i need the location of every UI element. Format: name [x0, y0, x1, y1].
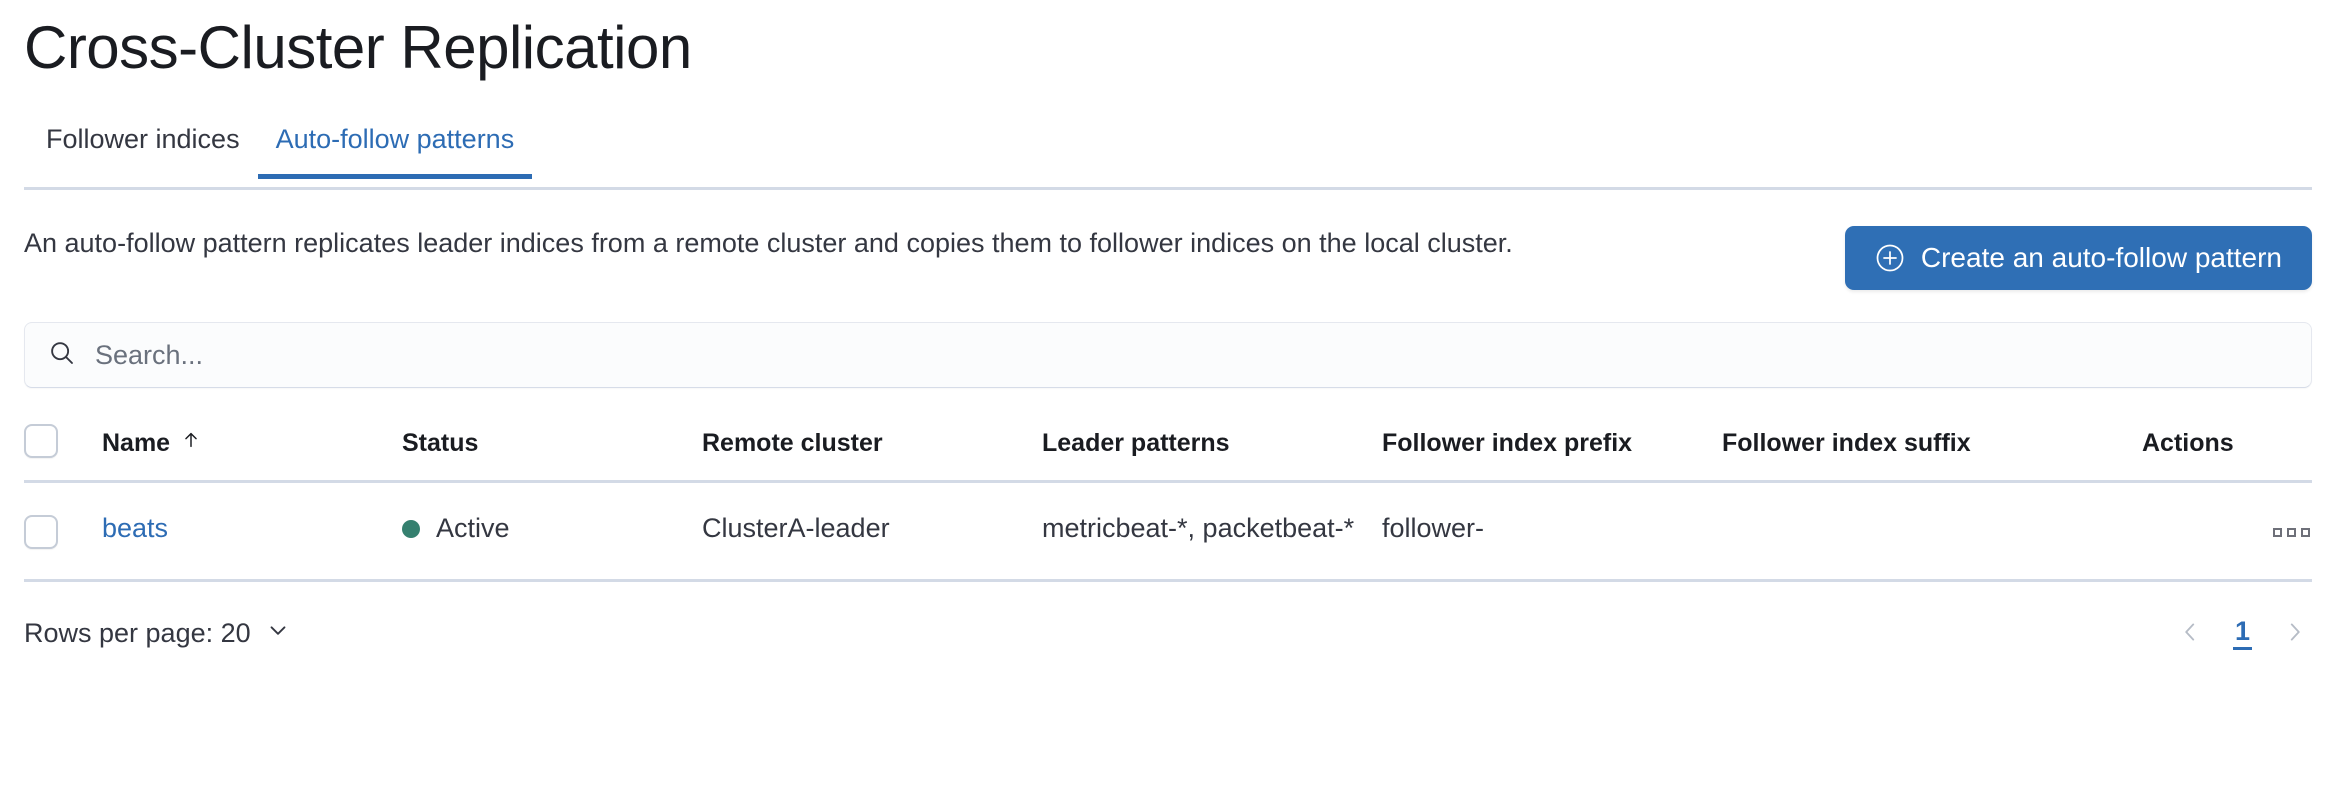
search-icon — [47, 338, 77, 373]
row-checkbox[interactable] — [24, 515, 58, 550]
column-label: Actions — [2142, 428, 2234, 457]
column-header-follower-index-prefix[interactable]: Follower index prefix — [1382, 418, 1722, 484]
auto-follow-pattern-link[interactable]: beats — [102, 513, 169, 544]
column-label: Status — [402, 428, 479, 457]
column-header-follower-index-suffix[interactable]: Follower index suffix — [1722, 418, 2142, 484]
cell-follower-index-suffix — [1722, 481, 2142, 583]
status-dot-icon — [402, 519, 420, 538]
tab-follower-indices[interactable]: Follower indices — [28, 120, 258, 179]
row-actions-menu-button[interactable] — [2271, 522, 2312, 543]
column-header-name[interactable]: Name — [102, 418, 402, 484]
cell-leader-patterns: metricbeat-*, packetbeat-* — [1042, 481, 1382, 583]
cell-status: Active — [402, 481, 702, 583]
column-label: Follower index suffix — [1722, 428, 1971, 457]
cell-name: beats — [102, 481, 402, 583]
boxes-horizontal-icon — [2273, 528, 2282, 538]
sort-by-name[interactable]: Name — [102, 429, 202, 458]
chevron-down-icon — [265, 617, 291, 650]
search-input[interactable] — [95, 339, 2289, 371]
boxes-horizontal-icon — [2301, 528, 2310, 538]
previous-page-button[interactable] — [2173, 616, 2207, 650]
create-button-label: Create an auto-follow pattern — [1920, 242, 2282, 273]
page-title: Cross-Cluster Replication — [24, 14, 692, 81]
page-number-1[interactable]: 1 — [2232, 616, 2252, 651]
column-header-leader-patterns[interactable]: Leader patterns — [1042, 418, 1382, 484]
column-label: Leader patterns — [1042, 428, 1230, 457]
cell-remote-cluster: ClusterA-leader — [702, 481, 1042, 583]
next-page-button[interactable] — [2278, 616, 2312, 650]
cell-actions — [2142, 481, 2312, 583]
select-all-header — [24, 418, 102, 484]
table-footer: Rows per page: 20 1 — [24, 616, 2312, 651]
tab-bar: Follower indices Auto-follow patterns — [24, 120, 2312, 190]
chevron-right-icon — [2282, 619, 2308, 648]
cell-follower-index-prefix: follower- — [1382, 481, 1722, 583]
row-select-cell — [24, 481, 102, 583]
rows-per-page-selector[interactable]: Rows per page: 20 — [24, 617, 291, 650]
column-header-remote-cluster[interactable]: Remote cluster — [702, 418, 1042, 484]
select-all-checkbox[interactable] — [24, 424, 58, 459]
tab-label: Auto-follow patterns — [275, 124, 515, 154]
create-auto-follow-pattern-button[interactable]: Create an auto-follow pattern — [1844, 226, 2312, 290]
auto-follow-patterns-table: Name Status Remote cluster Leade — [24, 418, 2312, 583]
search-bar[interactable] — [24, 322, 2312, 388]
column-label: Follower index prefix — [1382, 428, 1633, 457]
column-header-actions: Actions — [2142, 418, 2312, 484]
table-row: beats Active ClusterA-leader metricbeat-… — [24, 481, 2312, 583]
intro-section: An auto-follow pattern replicates leader… — [24, 224, 2312, 290]
arrow-up-icon — [180, 429, 202, 458]
tab-label: Follower indices — [46, 124, 240, 154]
column-label: Name — [102, 428, 171, 457]
table-body: beats Active ClusterA-leader metricbeat-… — [24, 481, 2312, 583]
boxes-horizontal-icon — [2287, 528, 2296, 538]
chevron-left-icon — [2177, 619, 2203, 648]
table-header-row: Name Status Remote cluster Leade — [24, 418, 2312, 484]
status-label: Active — [436, 513, 510, 544]
tab-auto-follow-patterns[interactable]: Auto-follow patterns — [257, 120, 533, 179]
rows-per-page-label: Rows per page: 20 — [24, 617, 251, 648]
table-header: Name Status Remote cluster Leade — [24, 418, 2312, 484]
plus-in-circle-icon — [1875, 243, 1905, 273]
column-header-status[interactable]: Status — [402, 418, 702, 484]
intro-description: An auto-follow pattern replicates leader… — [24, 228, 1513, 258]
column-label: Remote cluster — [702, 428, 883, 457]
pagination: 1 — [2173, 616, 2312, 651]
